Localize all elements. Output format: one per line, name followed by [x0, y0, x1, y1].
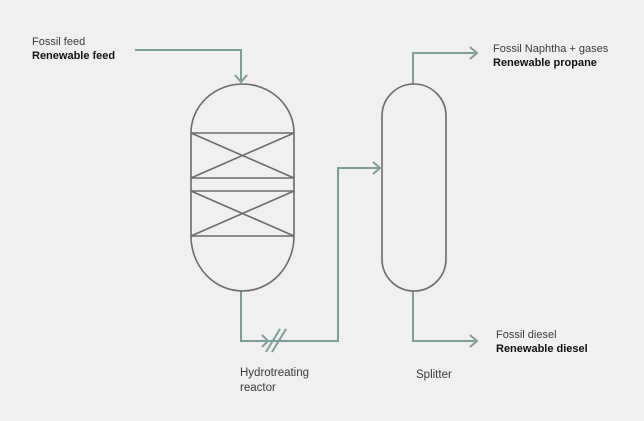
reactor-label-line2: reactor [240, 382, 276, 394]
fossil-naphtha-label: Fossil Naphtha + gases [493, 43, 609, 55]
reactor-outlet-flow-line [240, 167, 380, 342]
renewable-feed-label: Renewable feed [32, 50, 116, 62]
hydrotreating-reactor-vessel [190, 83, 295, 292]
reactor-label: Hydrotreating reactor [240, 366, 309, 396]
feed-label: Fossil feed Renewable feed [32, 35, 115, 63]
overhead-arrowhead-icon [469, 46, 479, 60]
catalyst-bed-2 [190, 190, 295, 237]
overhead-flow-line [412, 52, 477, 84]
splitter-label-text: Splitter [416, 369, 452, 381]
bottoms-arrowhead-icon [469, 334, 479, 348]
reactor-outlet-arrowhead-icon [261, 334, 270, 348]
splitter-label: Splitter [416, 368, 452, 382]
renewable-diesel-label: Renewable diesel [496, 343, 588, 355]
fossil-feed-label: Fossil feed [32, 36, 86, 48]
catalyst-bed-1 [190, 132, 295, 179]
bottoms-label: Fossil diesel Renewable diesel [496, 328, 588, 356]
reactor-label-line1: Hydrotreating [240, 367, 310, 379]
feed-flow-line [135, 49, 242, 82]
bottoms-flow-line [412, 291, 477, 342]
renewable-propane-label: Renewable propane [493, 57, 597, 69]
overhead-label: Fossil Naphtha + gases Renewable propane [493, 42, 608, 70]
splitter-vessel [381, 83, 447, 292]
fossil-diesel-label: Fossil diesel [496, 329, 557, 341]
feed-arrowhead-icon [234, 74, 248, 84]
pipe-break-icon [265, 328, 287, 353]
splitter-inlet-arrowhead-icon [372, 161, 382, 175]
